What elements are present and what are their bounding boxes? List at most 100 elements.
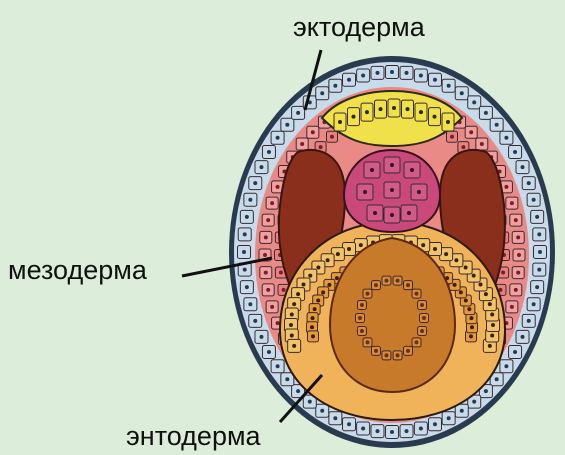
cell-nucleus xyxy=(267,150,271,154)
cell-nucleus xyxy=(488,302,492,306)
cell-nucleus xyxy=(446,120,450,124)
endoderm-label: энтодерма xyxy=(126,423,261,450)
cell-nucleus xyxy=(422,316,426,320)
cell-nucleus xyxy=(300,142,304,146)
cell-nucleus xyxy=(460,91,464,95)
cell-nucleus xyxy=(363,190,367,194)
cell-nucleus xyxy=(390,188,394,192)
cell-nucleus xyxy=(358,316,362,320)
cell-nucleus xyxy=(270,305,274,309)
cell-nucleus xyxy=(279,271,283,275)
cell-nucleus xyxy=(390,213,394,217)
cell-nucleus xyxy=(472,100,476,104)
cell-nucleus xyxy=(405,71,409,75)
cell-nucleus xyxy=(296,111,300,115)
cell-nucleus xyxy=(319,145,323,149)
cell-nucleus xyxy=(390,163,394,167)
cell-nucleus xyxy=(310,325,314,329)
cell-nucleus xyxy=(450,135,454,139)
cell-nucleus xyxy=(282,288,286,292)
cell-nucleus xyxy=(374,349,378,353)
cell-nucleus xyxy=(415,340,419,344)
cell-nucleus xyxy=(347,78,351,82)
cell-nucleus xyxy=(407,211,411,215)
cell-nucleus xyxy=(495,377,499,381)
cell-nucleus xyxy=(326,258,330,262)
cell-nucleus xyxy=(469,130,473,134)
cell-nucleus xyxy=(390,430,394,434)
cell-nucleus xyxy=(537,268,541,272)
cell-nucleus xyxy=(292,344,296,348)
cell-nucleus xyxy=(417,190,421,194)
cell-nucleus xyxy=(472,274,476,278)
cell-nucleus xyxy=(504,364,508,368)
cell-nucleus xyxy=(510,305,514,309)
cell-nucleus xyxy=(504,136,508,140)
cell-nucleus xyxy=(276,364,280,368)
cell-nucleus xyxy=(484,111,488,115)
cell-nucleus xyxy=(420,329,424,333)
cell-nucleus xyxy=(535,215,539,219)
cell-nucleus xyxy=(370,168,374,172)
cell-nucleus xyxy=(513,150,517,154)
cell-nucleus xyxy=(470,325,474,329)
cell-nucleus xyxy=(330,135,334,139)
cell-nucleus xyxy=(316,265,320,269)
cell-nucleus xyxy=(484,389,488,393)
cell-nucleus xyxy=(285,377,289,381)
cell-nucleus xyxy=(535,285,539,289)
ectoderm-label: эктодерма xyxy=(293,14,425,41)
cell-nucleus xyxy=(270,201,274,205)
cell-nucleus xyxy=(266,288,270,292)
cell-nucleus xyxy=(335,276,339,280)
cell-nucleus xyxy=(488,344,492,348)
cell-nucleus xyxy=(419,427,423,431)
cell-nucleus xyxy=(292,302,296,306)
cell-nucleus xyxy=(433,247,437,251)
cell-nucleus xyxy=(267,350,271,354)
cell-nucleus xyxy=(373,211,377,215)
cell-nucleus xyxy=(253,181,257,185)
cell-nucleus xyxy=(276,136,280,140)
cell-nucleus xyxy=(321,290,325,294)
cell-nucleus xyxy=(513,350,517,354)
cell-nucleus xyxy=(333,416,337,420)
cell-nucleus xyxy=(259,165,263,169)
cell-nucleus xyxy=(490,334,494,338)
cell-nucleus xyxy=(361,427,365,431)
cell-nucleus xyxy=(419,110,423,114)
cell-nucleus xyxy=(501,271,505,275)
cell-nucleus xyxy=(375,71,379,75)
cell-nucleus xyxy=(352,115,356,119)
cell-nucleus xyxy=(514,218,518,222)
cell-nucleus xyxy=(495,123,499,127)
cell-nucleus xyxy=(338,120,342,124)
cell-nucleus xyxy=(320,409,324,413)
cell-nucleus xyxy=(311,334,315,338)
cell-nucleus xyxy=(313,307,317,311)
cell-nucleus xyxy=(517,253,521,257)
cell-nucleus xyxy=(359,243,363,247)
cell-nucleus xyxy=(365,340,369,344)
cell-nucleus xyxy=(276,185,280,189)
cell-nucleus xyxy=(527,319,531,323)
cell-nucleus xyxy=(537,232,541,236)
cell-nucleus xyxy=(433,78,437,82)
cell-nucleus xyxy=(259,335,263,339)
cell-nucleus xyxy=(264,271,268,275)
mesoderm-label: мезодерма xyxy=(8,257,147,284)
cell-nucleus xyxy=(521,335,525,339)
cell-nucleus xyxy=(316,299,320,303)
cell-nucleus xyxy=(296,389,300,393)
notochord-cells xyxy=(357,157,427,223)
cell-nucleus xyxy=(245,285,249,289)
cell-nucleus xyxy=(410,168,414,172)
cell-nucleus xyxy=(480,142,484,146)
cell-nucleus xyxy=(467,307,471,311)
cell-nucleus xyxy=(504,185,508,189)
cell-nucleus xyxy=(464,265,468,269)
cell-nucleus xyxy=(406,283,410,287)
cell-nucleus xyxy=(472,400,476,404)
cell-nucleus xyxy=(308,400,312,404)
